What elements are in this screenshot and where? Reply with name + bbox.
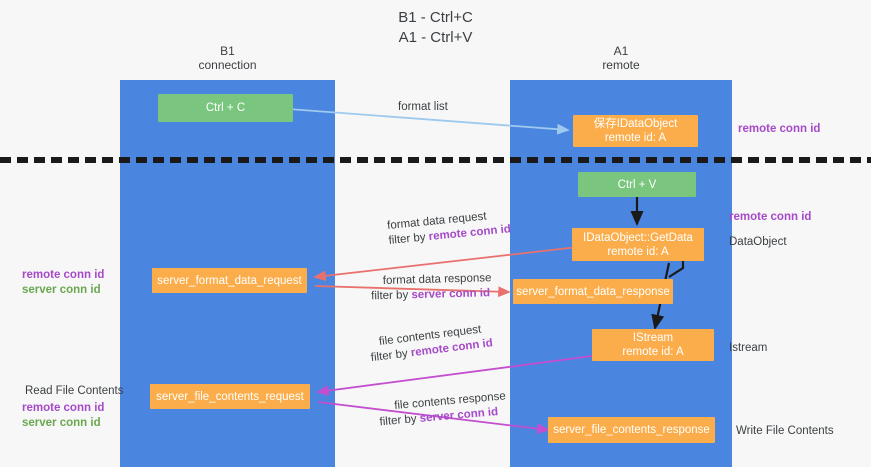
box-server-file-contents-response-label: server_file_contents_response [553, 424, 710, 436]
arrow-label-format-list-text: format list [398, 101, 448, 113]
note-right-remote-conn-id-1-text: remote conn id [738, 123, 821, 135]
box-istream-remote-id: remote id: A [622, 346, 684, 358]
box-ctrl-v-label: Ctrl + V [617, 178, 657, 191]
title-line-1: B1 - Ctrl+C [398, 9, 473, 26]
note-right-dataobject-text: DataObject [729, 236, 787, 248]
box-ctrl-c-label: Ctrl + C [205, 102, 246, 114]
note-right-istream: Istream [729, 341, 767, 356]
box-istream[interactable]: IStream remote id: A [592, 329, 714, 361]
note-right-write-file-contents: Write File Contents [736, 424, 834, 439]
box-server-file-contents-response[interactable]: server_file_contents_response [548, 417, 715, 443]
note-left-server-conn-id-2: server conn id [22, 416, 101, 431]
arrow-format-data-response [314, 285, 511, 298]
note-right-dataobject: DataObject [729, 235, 787, 250]
box-save-idataobject-remote-id: remote id: A [604, 132, 667, 144]
box-ctrl-c[interactable]: Ctrl + C [158, 94, 293, 122]
title-line-2: A1 - Ctrl+V [398, 29, 473, 46]
arrow-label-format-data-response-line2-highlight: server conn id [411, 287, 491, 302]
note-left-read-file-contents-text: Read File Contents [25, 385, 124, 397]
lane-header-a1-role: remote [602, 58, 640, 72]
note-right-remote-conn-id-1: remote conn id [738, 122, 820, 137]
box-idataobject-getdata[interactable]: IDataObject::GetData remote id: A [572, 228, 704, 261]
note-left-remote-conn-id-1-text: remote conn id [22, 269, 105, 281]
lane-header-a1: A1 remote [510, 44, 732, 72]
box-server-format-data-request-label: server_format_data_request [157, 274, 302, 287]
box-server-file-contents-request[interactable]: server_file_contents_request [150, 384, 310, 409]
box-server-format-data-request[interactable]: server_format_data_request [152, 268, 307, 293]
note-right-istream-text: Istream [729, 342, 768, 354]
box-server-format-data-response-label: server_format_data_response [516, 285, 670, 298]
arrow-label-format-data-request-line2-prefix: filter by [388, 231, 430, 247]
box-ctrl-v[interactable]: Ctrl + V [578, 172, 696, 197]
arrow-label-file-contents-response-line2-prefix: filter by [379, 412, 421, 429]
note-right-remote-conn-id-2-text: remote conn id [729, 211, 812, 223]
note-right-remote-conn-id-2: remote conn id [729, 210, 811, 225]
box-server-file-contents-request-label: server_file_contents_request [156, 390, 304, 403]
arrow-label-format-list: format list [398, 100, 448, 115]
box-idataobject-getdata-label: IDataObject::GetData [583, 231, 693, 244]
note-right-write-file-contents-text: Write File Contents [736, 425, 834, 437]
box-save-idataobject-label: 保存IDataObject [593, 118, 678, 130]
arrow-label-file-contents-request-line2-prefix: filter by [370, 347, 412, 365]
lane-header-b1: B1 connection [120, 44, 335, 72]
lane-header-b1-name: B1 [220, 44, 235, 58]
box-istream-label: IStream [632, 332, 674, 344]
page-title: B1 - Ctrl+C A1 - Ctrl+V [0, 8, 871, 48]
note-left-remote-conn-id-2-text: remote conn id [22, 402, 105, 414]
arrow-label-format-data-response-line2-prefix: filter by [371, 289, 412, 303]
note-left-server-conn-id-1: server conn id [22, 283, 101, 298]
arrow-label-format-data-response: format data response filter by server co… [371, 271, 492, 304]
box-server-format-data-response[interactable]: server_format_data_response [513, 279, 673, 304]
note-left-server-conn-id-1-text: server conn id [22, 284, 101, 296]
arrow-format-list [274, 107, 570, 135]
note-left-remote-conn-id-1: remote conn id [22, 268, 104, 283]
arrow-file-contents-request [316, 355, 593, 396]
arrow-file-contents-response [317, 401, 550, 435]
lane-header-a1-name: A1 [613, 44, 629, 58]
box-save-idataobject[interactable]: 保存IDataObject remote id: A [573, 115, 698, 147]
box-idataobject-getdata-remote-id: remote id: A [607, 245, 669, 258]
arrow-label-format-data-response-line1: format data response [382, 272, 492, 288]
note-left-read-file-contents: Read File Contents [25, 384, 123, 399]
lane-header-b1-role: connection [198, 58, 257, 72]
divider-dashed [0, 157, 871, 163]
note-left-server-conn-id-2-text: server conn id [22, 417, 101, 429]
arrow-format-data-request [313, 246, 579, 282]
note-left-remote-conn-id-2: remote conn id [22, 401, 104, 416]
